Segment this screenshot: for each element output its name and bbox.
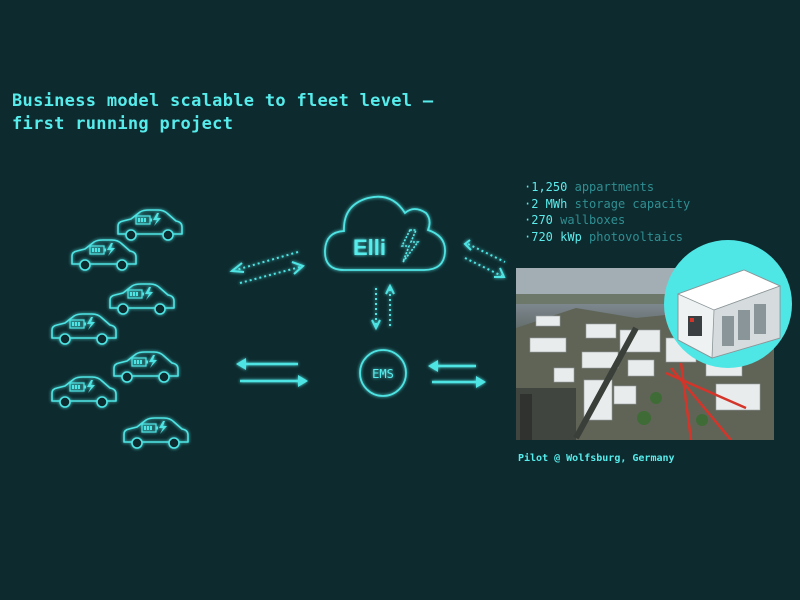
- title-line-1: Business model scalable to fleet level –: [12, 91, 434, 111]
- elli-logo-text: Elli: [353, 235, 386, 260]
- pilot-caption: Pilot @ Wolfsburg, Germany: [518, 453, 675, 464]
- car-fleet: [51, 209, 189, 449]
- storage-unit-badge: [664, 240, 792, 368]
- stat-apartments: ·1,250 appartments: [524, 180, 655, 194]
- electric-car-icon: [123, 417, 189, 449]
- electric-car-icon: [117, 209, 183, 241]
- elli-cloud: Elli: [324, 195, 446, 271]
- cars-ems-arrows: [236, 358, 308, 387]
- project-stats: ·1,250 appartments ·2 MWh storage capaci…: [524, 179, 690, 245]
- cloud-ems-dotted-arrows: [371, 283, 395, 331]
- stat-storage: ·2 MWh storage capacity: [524, 196, 691, 211]
- lightning-icon: [400, 229, 420, 263]
- page-title: Business model scalable to fleet level –…: [12, 90, 433, 136]
- stat-photovoltaics: ·720 kWp photovoltaics: [524, 229, 683, 244]
- ems-node: EMS: [359, 349, 407, 397]
- title-line-2: first running project: [12, 114, 234, 134]
- ems-building-arrows: [428, 360, 486, 388]
- ems-label: EMS: [372, 367, 394, 381]
- electric-car-icon: [51, 376, 117, 408]
- electric-car-icon: [71, 239, 137, 271]
- stat-wallboxes: ·270 wallboxes: [524, 213, 626, 227]
- cars-cloud-dotted-arrows: [229, 251, 305, 284]
- electric-car-icon: [51, 313, 117, 345]
- cloud-icon: [324, 195, 446, 271]
- electric-car-icon: [113, 351, 179, 383]
- cloud-building-dotted-arrows: [463, 239, 506, 278]
- storage-unit-icon: [676, 269, 782, 359]
- electric-car-icon: [109, 283, 175, 315]
